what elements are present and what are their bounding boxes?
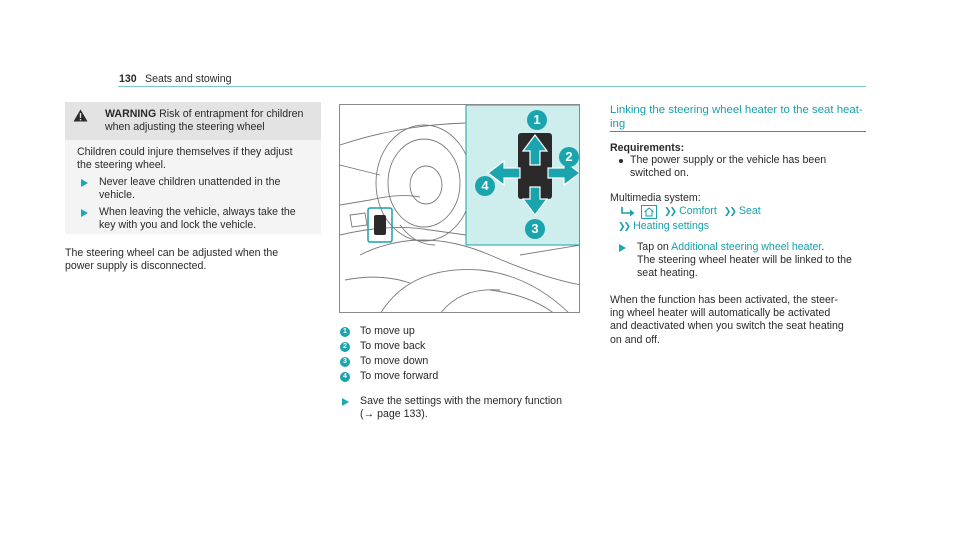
tap-step: Tap on Additional steering wheel heater.… [637,241,867,281]
step-arrow-icon [81,209,88,217]
left-paragraph: The steering wheel can be adjusted when … [65,247,325,273]
save-settings-step: Save the settings with the memory functi… [360,395,585,421]
steering-adjust-lever [487,133,579,216]
save-settings-page-ref[interactable]: (→ page 133). [360,408,428,421]
left-paragraph-line1: The steering wheel can be adjusted when … [65,247,279,259]
section-title-line1: Linking the steering wheel heater to the… [610,104,863,116]
step-arrow-icon [81,179,88,187]
tap-step-prefix: Tap on [637,241,669,253]
legend-text-2: To move back [360,340,426,352]
warning-step-1-line2: vehicle. [99,189,135,202]
activation-line4: on and off. [610,333,660,346]
section-header: Seats and stowing [145,73,232,85]
legend-num-4: 4 [340,372,350,382]
warning-label: WARNING [105,108,157,120]
illustration-drawing [340,105,579,312]
activation-line1: When the function has been activated, th… [610,294,838,306]
header-rule [118,86,866,87]
warning-step-2-line2: key with you and lock the vehicle. [99,219,257,232]
steering-wheel-illustration: 1 2 3 4 [339,104,580,313]
control-closeup-frame [367,207,393,243]
save-settings-line1: Save the settings with the memory functi… [360,395,562,407]
additional-steering-wheel-heater-option[interactable]: Additional steering wheel heater [671,241,822,253]
activation-line3: and deactivated when you switch the seat… [610,320,844,333]
legend-text-1: To move up [360,325,415,337]
warning-step-2-line1: When leaving the vehicle, always take th… [99,206,296,218]
tap-step-suffix: . [821,241,825,253]
callout-4: 4 [475,176,495,196]
multimedia-label: Multimedia system: [610,192,701,204]
requirement-line2: switched on. [630,167,689,180]
requirement-line1: The power supply or the vehicle has been [630,154,827,166]
nav-heating-settings[interactable]: Heating settings [633,220,710,233]
legend-num-1: 1 [340,327,350,337]
warning-title-line2: when adjusting the steering wheel [105,121,265,134]
requirement-item: The power supply or the vehicle has been… [630,154,866,180]
requirements-label: Requirements: [610,142,685,154]
legend-num-2: 2 [340,342,350,352]
nav-path-row-2: ❯❯ Heating settings [618,220,709,234]
callout-1: 1 [527,110,547,130]
section-title: Linking the steering wheel heater to the… [610,103,866,131]
tap-step-line1: Tap on Additional steering wheel heater. [637,241,867,254]
warning-body-line1: Children could injure themselves if they… [77,146,293,158]
chevron-right-icon: ❯❯ [723,206,737,217]
warning-step-1: Never leave children unattended in the v… [99,176,315,202]
callout-2: 2 [559,147,579,167]
section-title-rule [610,131,866,132]
section-title-line2: ing [610,118,626,130]
warning-header: WARNING Risk of entrapment for children … [65,102,321,140]
warning-title: WARNING Risk of entrapment for children … [105,108,317,134]
warning-body: Children could injure themselves if they… [77,146,315,172]
tap-step-line2: The steering wheel heater will be linked… [637,254,852,267]
nav-seat[interactable]: Seat [738,205,761,218]
warning-title-line1: Risk of entrapment for children [159,108,304,120]
warning-step-2: When leaving the vehicle, always take th… [99,206,315,232]
callout-3: 3 [525,219,545,239]
tap-step-line3: seat heating. [637,267,698,280]
chevron-right-icon: ❯❯ [618,221,631,232]
nav-comfort[interactable]: Comfort [679,205,717,218]
warning-step-1-line1: Never leave children unattended in the [99,176,281,188]
activation-line2: ing wheel heater will automatically be a… [610,307,831,320]
warning-box: WARNING Risk of entrapment for children … [65,102,321,234]
legend-text-3: To move down [360,355,429,367]
activation-paragraph: When the function has been activated, th… [610,294,866,347]
bullet-dot [619,159,623,163]
home-icon[interactable] [641,205,657,219]
legend-text-4: To move forward [360,370,439,382]
nav-path-row-1: ❯❯ Comfort ❯❯ Seat [621,205,761,219]
legend-num-3: 3 [340,357,350,367]
warning-body-line2: the steering wheel. [77,159,166,172]
warning-triangle-icon [73,109,88,122]
left-paragraph-line2: power supply is disconnected. [65,260,207,273]
step-arrow-icon [619,244,626,252]
step-arrow-icon [342,398,349,406]
nav-start-arrow-icon [621,207,635,217]
chevron-right-icon: ❯❯ [664,206,677,217]
page-number: 130 [119,73,137,85]
